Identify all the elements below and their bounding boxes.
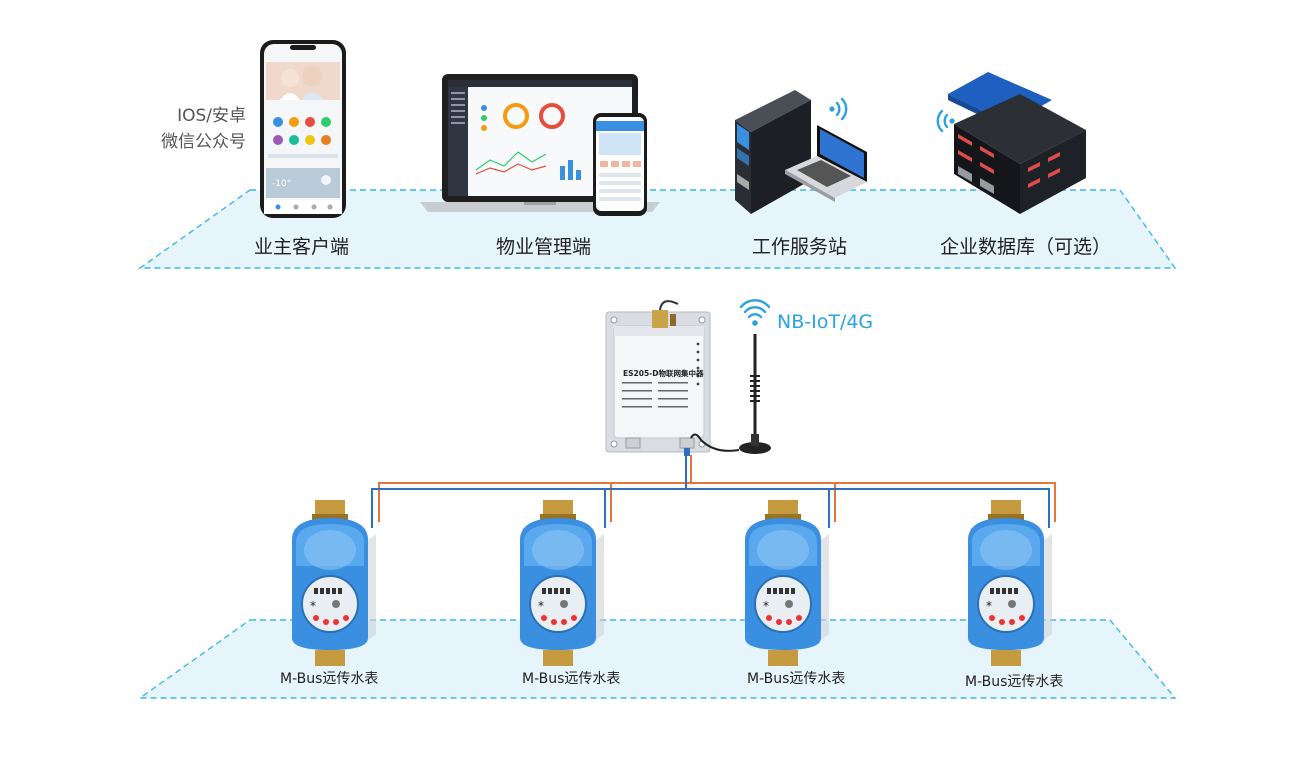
note-line-2: 微信公众号 [161, 132, 246, 152]
wifi-icon [829, 97, 848, 121]
label-property-management: 物业管理端 [496, 236, 592, 258]
workstation-icon [735, 90, 867, 214]
meter-label-3: M-Bus远传水表 [747, 671, 846, 687]
signal-icon [739, 299, 771, 326]
svg-text:*: * [538, 599, 544, 613]
label-owner-client: 业主客户端 [254, 236, 350, 258]
svg-text:*: * [986, 599, 992, 613]
svg-text:*: * [310, 599, 316, 613]
antenna-icon [690, 334, 771, 454]
water-meter-icon: * [745, 500, 829, 666]
water-meter-icon: * [968, 500, 1052, 666]
concentrator-device [605, 300, 711, 456]
label-workstation: 工作服务站 [752, 236, 848, 258]
meter-label-2: M-Bus远传水表 [522, 671, 621, 687]
concentrator-title: ES205-D物联网集中器 [623, 369, 704, 378]
label-enterprise-database: 企业数据库（可选） [940, 236, 1112, 258]
svg-text:-10°: -10° [272, 179, 291, 189]
note-line-1: IOS/安卓 [177, 106, 246, 126]
smartphone-icon: -10° [260, 40, 346, 218]
svg-text:*: * [763, 599, 769, 613]
network-label: NB-IoT/4G [777, 311, 874, 333]
meter-label-4: M-Bus远传水表 [965, 674, 1064, 690]
meter-label-1: M-Bus远传水表 [280, 671, 379, 687]
wifi-icon [936, 109, 955, 133]
water-meter-icon: * [520, 500, 604, 666]
platform-note: IOS/安卓 微信公众号 [130, 103, 246, 155]
small-phone-icon [593, 113, 647, 216]
water-meter-icon: * [292, 500, 376, 666]
database-server-icon [948, 72, 1086, 214]
